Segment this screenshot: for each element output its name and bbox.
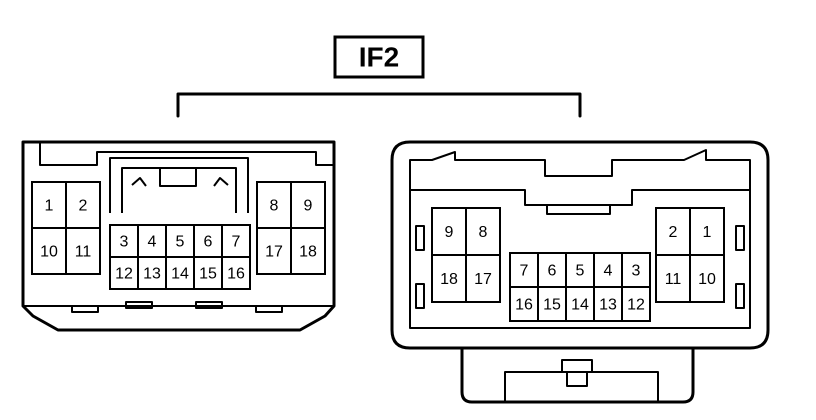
pin-number: 12 <box>627 297 645 314</box>
pin-number: 15 <box>543 297 561 314</box>
cavity-cell <box>165 224 195 258</box>
male-top-lip <box>39 142 334 166</box>
connector-label: IF2 <box>359 42 399 73</box>
male-housing <box>21 140 336 332</box>
cavity-cell <box>655 254 691 303</box>
pin-number: 16 <box>227 266 245 283</box>
cavity-cell <box>465 254 501 303</box>
cavity-cell <box>537 286 567 322</box>
pin-number: 9 <box>445 224 454 241</box>
pin-number: 11 <box>75 244 92 261</box>
female-lock-tab <box>561 359 593 373</box>
pin-number: 3 <box>632 263 641 280</box>
cavity-cell <box>137 256 167 290</box>
pin-number: 7 <box>232 234 241 251</box>
male-foot-4 <box>255 305 283 313</box>
female-lock <box>460 346 695 404</box>
pin-number: 4 <box>148 234 157 251</box>
cavity-cell <box>221 256 251 290</box>
pin-number: 16 <box>515 297 533 314</box>
pin-number: 13 <box>143 266 161 283</box>
pin-number: 18 <box>440 271 458 288</box>
pin-number: 5 <box>576 263 585 280</box>
cavity-cell <box>221 224 251 258</box>
cavity-cell <box>109 224 139 258</box>
male-foot-2 <box>125 301 153 309</box>
male-latch-hook-right <box>213 177 229 187</box>
female-notch-left-1 <box>415 225 425 251</box>
male-latch-inner <box>121 167 237 213</box>
female-housing <box>390 140 770 350</box>
pin-number: 17 <box>474 271 492 288</box>
pin-number: 8 <box>479 224 488 241</box>
male-foot-3 <box>195 301 223 309</box>
pin-number: 14 <box>571 297 589 314</box>
pin-number: 1 <box>45 198 54 215</box>
cavity-cell <box>31 227 67 275</box>
pin-number: 11 <box>665 271 682 288</box>
pin-number: 8 <box>270 198 279 215</box>
cavity-cell <box>256 227 292 275</box>
pin-number: 3 <box>120 234 129 251</box>
female-keyway <box>546 205 611 215</box>
female-inner-step <box>410 189 750 206</box>
pin-number: 1 <box>703 224 712 241</box>
male-foot-1 <box>71 305 99 313</box>
cavity-cell <box>593 286 623 322</box>
pin-number: 2 <box>669 224 678 241</box>
pin-number: 9 <box>304 198 313 215</box>
pin-number: 14 <box>171 266 189 283</box>
cavity-cell <box>689 207 725 256</box>
male-latch-tab <box>159 167 197 187</box>
cavity-cell <box>621 252 651 288</box>
cavity-cell <box>109 256 139 290</box>
female-notch-right-2 <box>735 283 745 309</box>
pin-number: 5 <box>176 234 185 251</box>
cavity-cell <box>137 224 167 258</box>
cavity-cell <box>65 227 101 275</box>
cavity-cell <box>621 286 651 322</box>
female-lock-tab-base <box>566 371 588 387</box>
pin-number: 7 <box>520 263 529 280</box>
pin-number: 15 <box>199 266 217 283</box>
cavity-cell <box>65 181 101 229</box>
pin-number: 17 <box>265 244 283 261</box>
female-notch-right-1 <box>735 225 745 251</box>
male-latch <box>109 157 249 213</box>
pin-number: 6 <box>204 234 213 251</box>
pin-number: 10 <box>40 244 58 261</box>
pin-number: 6 <box>548 263 557 280</box>
pin-number: 13 <box>599 297 617 314</box>
female-inner-frame <box>409 149 751 329</box>
male-latch-hook-left <box>131 177 147 187</box>
pin-number: 18 <box>299 244 317 261</box>
pin-number: 12 <box>115 266 133 283</box>
female-notch-left-2 <box>415 283 425 309</box>
cavity-cell <box>689 254 725 303</box>
pin-number: 10 <box>698 271 716 288</box>
cavity-cell <box>290 227 326 275</box>
group-bracket <box>176 92 582 118</box>
cavity-cell <box>256 181 292 229</box>
pin-number: 4 <box>604 263 613 280</box>
cavity-cell <box>655 207 691 256</box>
pin-number: 2 <box>79 198 88 215</box>
connector-label-box: IF2 <box>333 35 425 79</box>
